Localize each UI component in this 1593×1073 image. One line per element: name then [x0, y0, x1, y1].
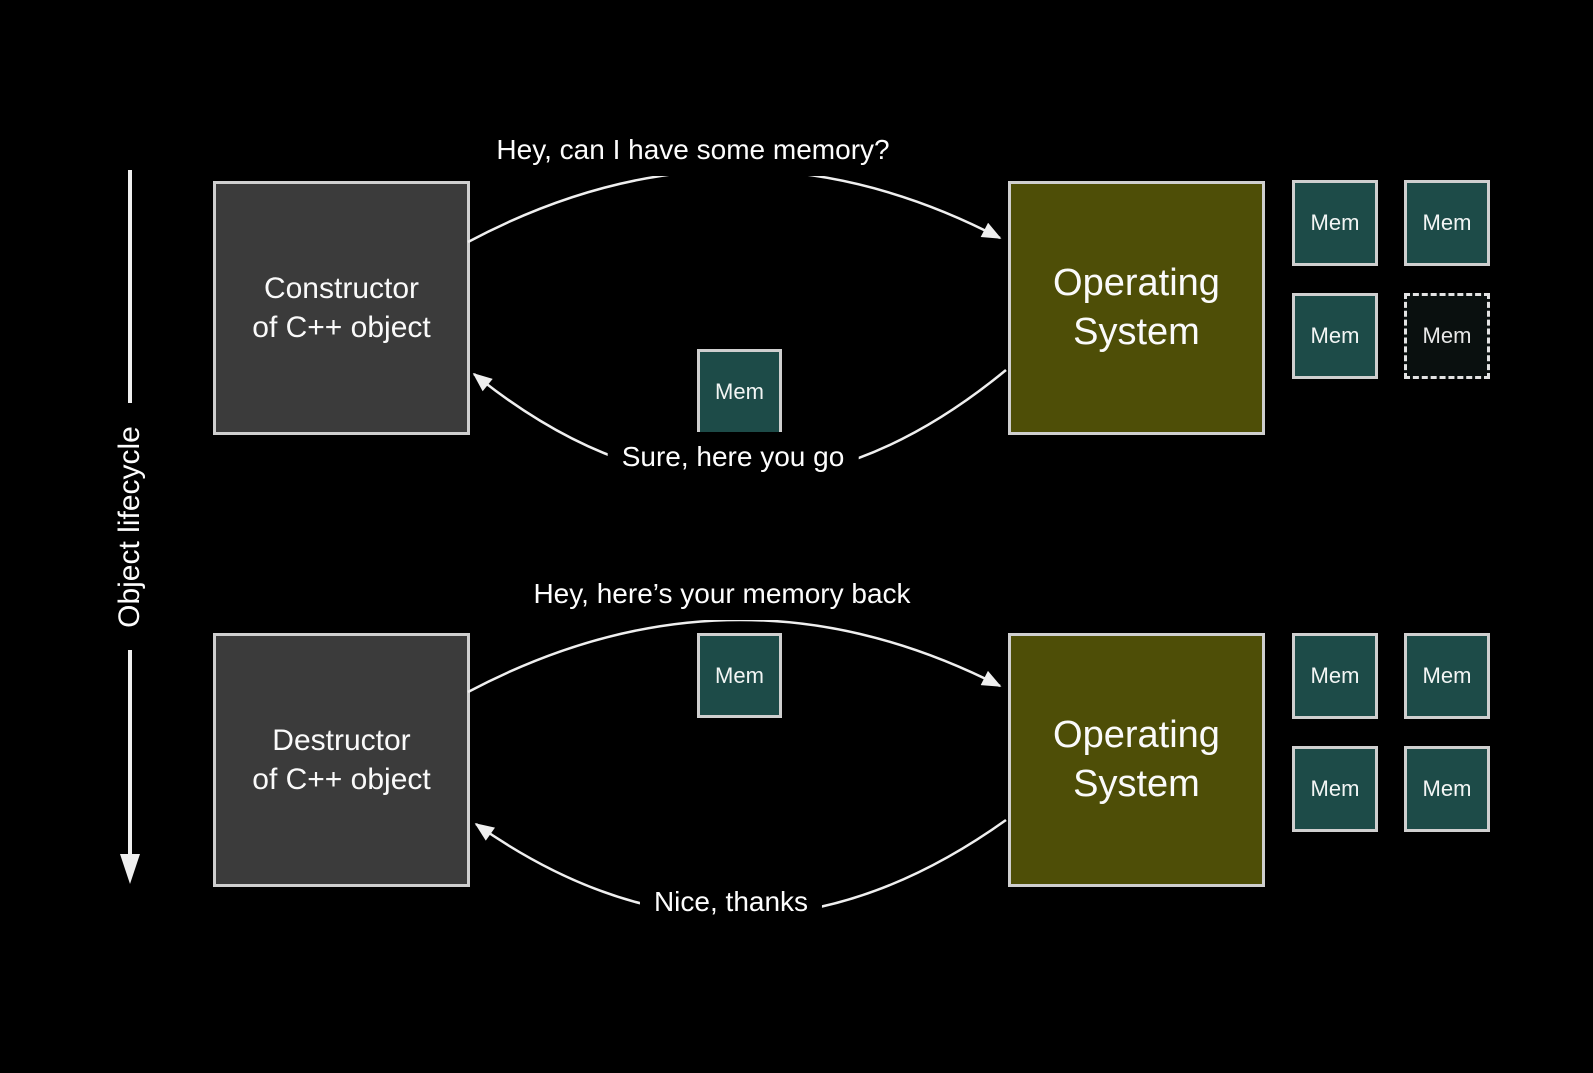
mem-block-ghost: Mem: [1404, 293, 1490, 379]
label-memory-ack-text: Nice, thanks: [653, 886, 809, 917]
mem-block-label: Mem: [1422, 776, 1472, 801]
mem-block: Mem: [1292, 746, 1378, 832]
mem-block-label: Mem: [1422, 663, 1472, 688]
label-memory-grant: Sure, here you go: [607, 432, 859, 482]
label-memory-request: Hey, can I have some memory?: [482, 124, 904, 176]
constructor-box: Constructor of C++ object: [213, 181, 470, 435]
operating-system-box-bottom-label: Operating System: [1053, 711, 1220, 809]
mem-block-label: Mem: [1422, 323, 1472, 348]
mem-block-label: Mem: [715, 379, 764, 404]
mem-block-transfer-bottom: Mem: [697, 633, 782, 718]
mem-block: Mem: [1404, 180, 1490, 266]
mem-block: Mem: [1404, 633, 1490, 719]
destructor-box-label-line1: Destructor: [272, 724, 411, 757]
label-memory-ack: Nice, thanks: [639, 877, 823, 927]
destructor-box-label: Destructor of C++ object: [252, 721, 430, 799]
label-memory-return: Hey, here’s your memory back: [519, 568, 925, 620]
operating-system-bottom-label-line2: System: [1073, 763, 1200, 805]
constructor-box-label-line2: of C++ object: [252, 311, 431, 344]
constructor-box-label: Constructor of C++ object: [252, 269, 430, 347]
label-memory-grant-text: Sure, here you go: [621, 441, 845, 472]
mem-block-label: Mem: [1422, 210, 1472, 235]
destructor-box-label-line2: of C++ object: [252, 763, 431, 796]
lifecycle-axis-arrowhead: [120, 854, 140, 884]
lifecycle-axis-label: Object lifecycle: [113, 414, 147, 640]
constructor-box-label-line1: Constructor: [263, 272, 420, 305]
label-memory-request-text: Hey, can I have some memory?: [496, 134, 890, 165]
mem-block-label: Mem: [1310, 663, 1360, 688]
mem-block-transfer-top: Mem: [697, 349, 782, 435]
destructor-box: Destructor of C++ object: [213, 633, 470, 887]
mem-block-label: Mem: [1310, 776, 1360, 801]
operating-system-box-top-label: Operating System: [1053, 259, 1220, 357]
mem-block-label: Mem: [1310, 323, 1360, 348]
label-memory-return-text: Hey, here’s your memory back: [533, 578, 911, 609]
mem-block: Mem: [1292, 293, 1378, 379]
arrow-memory-request: [467, 168, 1002, 244]
lifecycle-axis-label-text: Object lifecycle: [113, 426, 146, 628]
operating-system-top-label-line1: Operating: [1053, 262, 1220, 304]
mem-block: Mem: [1404, 746, 1490, 832]
mem-block-label: Mem: [715, 662, 764, 688]
mem-block-label: Mem: [1310, 210, 1360, 235]
operating-system-box-top: Operating System: [1008, 181, 1265, 435]
operating-system-top-label-line2: System: [1073, 311, 1200, 353]
mem-block: Mem: [1292, 180, 1378, 266]
arrow-memory-return: [467, 618, 1002, 694]
operating-system-bottom-label-line1: Operating: [1053, 714, 1220, 756]
operating-system-box-bottom: Operating System: [1008, 633, 1265, 887]
mem-block: Mem: [1292, 633, 1378, 719]
